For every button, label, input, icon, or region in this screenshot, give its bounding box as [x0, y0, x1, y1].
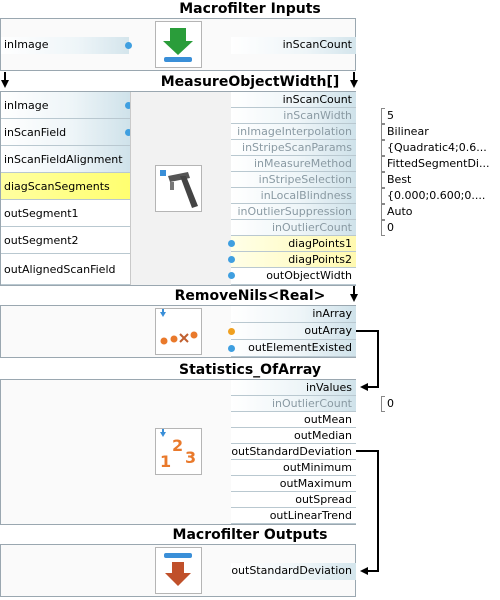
- measure-object-width-block[interactable]: inImage inScanField inScanFieldAlignment…: [0, 91, 356, 286]
- removenils-port-outarray[interactable]: outArray: [231, 323, 356, 340]
- measure-port-instripeselection[interactable]: inStripeSelection: [231, 172, 356, 188]
- measure-port-outobjectwidth[interactable]: outObjectWidth: [231, 268, 356, 285]
- measure-port-diagpoints2[interactable]: diagPoints2: [231, 252, 356, 268]
- caliper-icon: [155, 165, 202, 212]
- macrofilter-inputs-block[interactable]: inImage inScanCount: [0, 18, 356, 71]
- measure-port-inimage[interactable]: inImage: [1, 92, 130, 119]
- port-connector-dot[interactable]: [228, 240, 235, 247]
- value-inoutliercount[interactable]: 0: [387, 221, 394, 234]
- measure-port-inscanwidth[interactable]: inScanWidth: [231, 108, 356, 124]
- statistics-title: Statistics_OfArray: [179, 362, 321, 378]
- stats-port-outminimum[interactable]: outMinimum: [231, 460, 356, 476]
- value-instripescanparams[interactable]: {Quadratic4;0.6...: [387, 141, 487, 154]
- value-inoutliersuppression[interactable]: Auto: [387, 205, 413, 218]
- measure-port-inmeasuremethod[interactable]: inMeasureMethod: [231, 156, 356, 172]
- link-outstandarddeviation: [356, 450, 379, 575]
- value-inmeasuremethod[interactable]: FittedSegmentDi...: [387, 157, 490, 170]
- macrofilter-outputs-title: Macrofilter Outputs: [172, 527, 328, 543]
- macrofilter-outputs-block[interactable]: outStandardDeviation: [0, 544, 356, 597]
- svg-text:2: 2: [172, 436, 183, 455]
- link-outarray: [356, 330, 379, 391]
- stats-port-outspread[interactable]: outSpread: [231, 492, 356, 508]
- measure-port-inimageinterpolation[interactable]: inImageInterpolation: [231, 124, 356, 140]
- remove-nils-icon: [155, 308, 202, 355]
- macro-output-port-outstandarddeviation[interactable]: outStandardDeviation: [231, 563, 356, 580]
- port-connector-dot[interactable]: [228, 345, 235, 352]
- stats-port-outmedian[interactable]: outMedian: [231, 428, 356, 444]
- download-arrow-icon: [155, 21, 202, 68]
- port-connector-dot[interactable]: [125, 129, 132, 136]
- removenils-port-outelementexisted[interactable]: outElementExisted: [231, 340, 356, 357]
- stats-port-outmean[interactable]: outMean: [231, 412, 356, 428]
- remove-nils-title: RemoveNils<Real>: [174, 288, 326, 304]
- measure-port-outsegment2[interactable]: outSegment2: [1, 227, 130, 254]
- port-connector-dot[interactable]: [125, 102, 132, 109]
- measure-port-inlocalblindness[interactable]: inLocalBlindness: [231, 188, 356, 204]
- measure-port-inscanfield[interactable]: inScanField: [1, 119, 130, 146]
- statistics-123-icon: 1 2 3: [155, 428, 202, 475]
- measure-port-instripescanparams[interactable]: inStripeScanParams: [231, 140, 356, 156]
- port-connector-dot[interactable]: [228, 328, 235, 335]
- stats-port-outstandarddeviation[interactable]: outStandardDeviation: [231, 444, 356, 460]
- port-connector-dot[interactable]: [228, 272, 235, 279]
- value-inimageinterpolation[interactable]: Bilinear: [387, 125, 429, 138]
- macrofilter-inputs-title: Macrofilter Inputs: [179, 1, 321, 17]
- output-arrow-icon: [155, 547, 202, 594]
- measure-port-inoutliersuppression[interactable]: inOutlierSuppression: [231, 204, 356, 220]
- stats-port-outlineartrend[interactable]: outLinearTrend: [231, 508, 356, 524]
- svg-text:1: 1: [160, 452, 171, 471]
- svg-text:3: 3: [185, 448, 196, 467]
- stats-port-invalues[interactable]: inValues: [231, 380, 356, 396]
- measure-port-inoutliercount[interactable]: inOutlierCount: [231, 220, 356, 236]
- stats-port-inoutliercount[interactable]: inOutlierCount: [231, 396, 356, 412]
- stats-port-outmaximum[interactable]: outMaximum: [231, 476, 356, 492]
- measure-port-diagscansegments[interactable]: diagScanSegments: [1, 173, 130, 200]
- remove-nils-block[interactable]: inArray outArray outElementExisted: [0, 305, 356, 358]
- measure-object-width-title: MeasureObjectWidth[]: [160, 74, 340, 90]
- macro-input-port-inscancount[interactable]: inScanCount: [231, 37, 356, 54]
- measure-port-outsegment1[interactable]: outSegment1: [1, 200, 130, 227]
- removenils-port-inarray[interactable]: inArray: [231, 306, 356, 323]
- port-connector-dot[interactable]: [125, 42, 132, 49]
- value-instripeselection[interactable]: Best: [387, 173, 412, 186]
- measure-port-diagpoints1[interactable]: diagPoints1: [231, 236, 356, 252]
- measure-port-inscanfieldalignment[interactable]: inScanFieldAlignment: [1, 146, 130, 173]
- value-stats-inoutliercount[interactable]: 0: [387, 397, 394, 410]
- measure-port-inscancount[interactable]: inScanCount: [231, 92, 356, 108]
- measure-port-outalignedscanfield[interactable]: outAlignedScanField: [1, 254, 130, 285]
- value-inscanwidth[interactable]: 5: [387, 109, 394, 122]
- macro-input-port-inimage[interactable]: inImage: [1, 37, 129, 54]
- port-connector-dot[interactable]: [228, 256, 235, 263]
- statistics-block[interactable]: 1 2 3 inValues inOutlierCount outMean ou…: [0, 379, 356, 525]
- value-inlocalblindness[interactable]: {0.000;0.600;0....: [387, 189, 486, 202]
